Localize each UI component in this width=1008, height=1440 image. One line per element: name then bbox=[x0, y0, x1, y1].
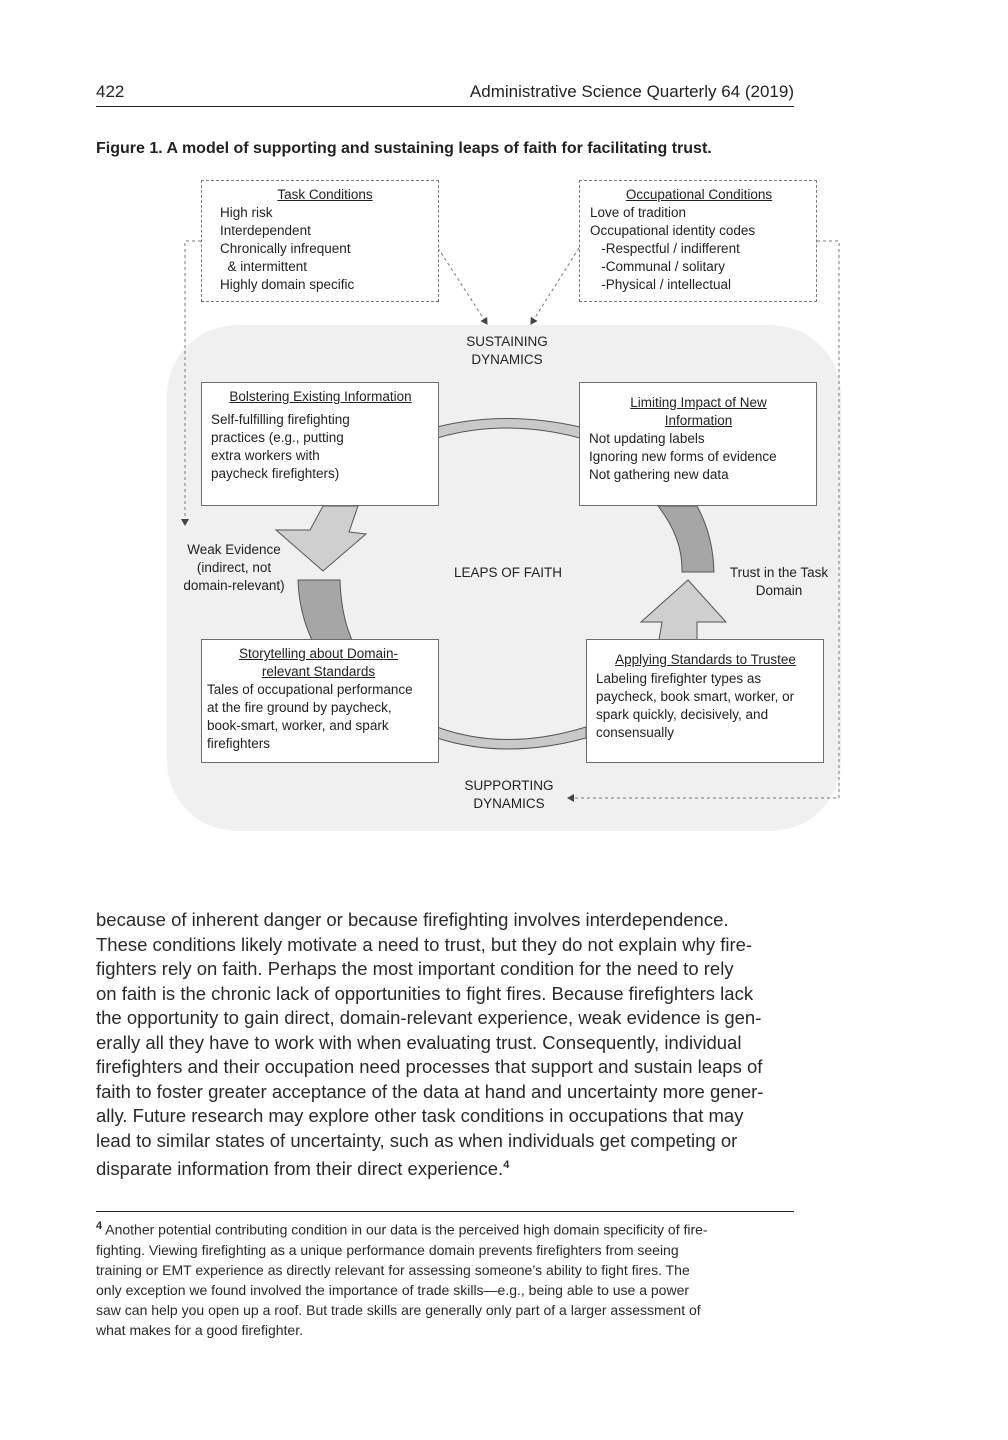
occupational-condition-item: Occupational identity codes bbox=[590, 223, 756, 238]
limiting-title: Information bbox=[664, 413, 733, 428]
limiting-line: Not gathering new data bbox=[589, 467, 729, 482]
storytelling-line: at the fire ground by paycheck, bbox=[207, 700, 392, 715]
occupational-condition-item: Love of tradition bbox=[590, 205, 687, 220]
task-condition-item: Highly domain specific bbox=[220, 277, 355, 292]
task-condition-item: Chronically infrequent bbox=[220, 241, 351, 256]
footnote-divider bbox=[96, 1211, 794, 1212]
bolstering-line: practices (e.g., putting bbox=[211, 430, 344, 445]
footnote-line: only exception we found involved the imp… bbox=[96, 1281, 690, 1298]
weak-evidence-line: (indirect, not bbox=[196, 560, 272, 575]
applying-line: spark quickly, decisively, and bbox=[596, 707, 769, 722]
body-line: erally all they have to work with when e… bbox=[96, 1031, 742, 1053]
applying-line: consensually bbox=[596, 725, 675, 740]
occupational-condition-item: -Physical / intellectual bbox=[590, 277, 732, 292]
body-line-last: disparate information from their direct … bbox=[96, 1153, 794, 1182]
footnote-line: fighting. Viewing firefighting as a uniq… bbox=[96, 1241, 679, 1258]
bolstering-line: paycheck firefighters) bbox=[211, 466, 340, 481]
applying-title: Applying Standards to Trustee bbox=[615, 652, 796, 667]
weak-evidence-line: Weak Evidence bbox=[187, 542, 281, 557]
journal-title: Administrative Science Quarterly 64 (201… bbox=[469, 82, 794, 101]
trust-label: Trust in the Task Domain bbox=[720, 564, 838, 600]
weak-evidence-label: Weak Evidence (indirect, not domain-rele… bbox=[172, 541, 296, 595]
trust-line: Domain bbox=[755, 583, 803, 598]
sustaining-dynamics-line: SUSTAINING bbox=[466, 334, 548, 349]
limiting-line: Ignoring new forms of evidence bbox=[589, 449, 777, 464]
body-line: on faith is the chronic lack of opportun… bbox=[96, 982, 754, 1004]
task-condition-item: High risk bbox=[220, 205, 273, 220]
storytelling-line: Tales of occupational performance bbox=[207, 682, 413, 697]
storytelling-box: Storytelling about Domain- relevant Stan… bbox=[201, 639, 439, 763]
body-line: ally. Future research may explore other … bbox=[96, 1105, 744, 1126]
applying-box: Applying Standards to Trustee Labeling f… bbox=[586, 639, 824, 763]
body-line: the opportunity to gain direct, domain-r… bbox=[96, 1007, 762, 1028]
applying-line: paycheck, book smart, worker, or bbox=[596, 689, 795, 704]
task-conditions-title: Task Conditions bbox=[277, 187, 373, 202]
leaps-of-faith-label: LEAPS OF FAITH bbox=[453, 565, 563, 580]
running-header: 422 Administrative Science Quarterly 64 … bbox=[96, 82, 794, 107]
bolstering-line: Self-fulfilling firefighting bbox=[211, 412, 350, 427]
footnote-number: 4 bbox=[96, 1220, 103, 1232]
footnote-text: Another potential contributing condition… bbox=[105, 1221, 708, 1238]
occupational-to-sustaining-connector bbox=[530, 247, 580, 325]
task-condition-item: & intermittent bbox=[220, 259, 308, 274]
applying-line: Labeling firefighter types as bbox=[596, 671, 762, 686]
page-number: 422 bbox=[96, 82, 125, 101]
body-line-text: disparate information from their direct … bbox=[96, 1158, 504, 1180]
bolstering-line: extra workers with bbox=[211, 448, 320, 463]
supporting-dynamics-label: SUPPORTING DYNAMICS bbox=[459, 777, 559, 813]
figure-caption: Figure 1. A model of supporting and sust… bbox=[96, 140, 712, 157]
footnote-line: training or EMT experience as directly r… bbox=[96, 1261, 690, 1278]
occupational-conditions-title: Occupational Conditions bbox=[625, 187, 773, 202]
supporting-dynamics-line: SUPPORTING bbox=[464, 778, 554, 793]
storytelling-title: Storytelling about Domain- bbox=[238, 646, 399, 661]
body-line: because of inherent danger or because fi… bbox=[96, 909, 729, 930]
body-line: firefighters and their occupation need p… bbox=[96, 1056, 763, 1077]
footnote-line: what makes for a good firefighter. bbox=[96, 1321, 303, 1338]
task-conditions-box: Task Conditions High risk Interdependent… bbox=[201, 180, 439, 302]
body-paragraph: because of inherent danger or because fi… bbox=[96, 908, 794, 1182]
footnote-ref[interactable]: 4 bbox=[503, 1159, 510, 1171]
weak-evidence-line: domain-relevant) bbox=[183, 578, 285, 593]
storytelling-line: book-smart, worker, and spark bbox=[207, 718, 389, 733]
bolstering-box: Bolstering Existing Information Self-ful… bbox=[201, 382, 439, 506]
footnote: 4 Another potential contributing conditi… bbox=[96, 1216, 794, 1340]
task-condition-item: Interdependent bbox=[220, 223, 311, 238]
footnote-line: saw can help you open up a roof. But tra… bbox=[96, 1301, 701, 1318]
task-to-sustaining-connector bbox=[437, 247, 488, 325]
storytelling-title: relevant Standards bbox=[261, 664, 376, 679]
occupational-conditions-box: Occupational Conditions Love of traditio… bbox=[579, 180, 817, 302]
sustaining-dynamics-label: SUSTAINING DYNAMICS bbox=[459, 333, 555, 369]
bolstering-title: Bolstering Existing Information bbox=[229, 389, 412, 404]
sustaining-dynamics-line: DYNAMICS bbox=[471, 352, 543, 367]
occupational-condition-item: -Respectful / indifferent bbox=[590, 241, 740, 256]
body-line: lead to similar states of uncertainty, s… bbox=[96, 1129, 738, 1151]
limiting-line: Not updating labels bbox=[589, 431, 705, 446]
occupational-condition-item: -Communal / solitary bbox=[590, 259, 726, 274]
trust-line: Trust in the Task bbox=[729, 565, 829, 580]
body-line: fighters rely on faith. Perhaps the most… bbox=[96, 958, 734, 979]
body-line: faith to foster greater acceptance of th… bbox=[96, 1080, 764, 1102]
storytelling-line: firefighters bbox=[207, 736, 271, 751]
supporting-dynamics-line: DYNAMICS bbox=[473, 796, 545, 811]
footnote-line: 4 Another potential contributing conditi… bbox=[96, 1216, 794, 1240]
limiting-title: Limiting Impact of New bbox=[630, 395, 767, 410]
body-line: These conditions likely motivate a need … bbox=[96, 933, 753, 955]
limiting-box: Limiting Impact of New Information Not u… bbox=[579, 382, 817, 506]
